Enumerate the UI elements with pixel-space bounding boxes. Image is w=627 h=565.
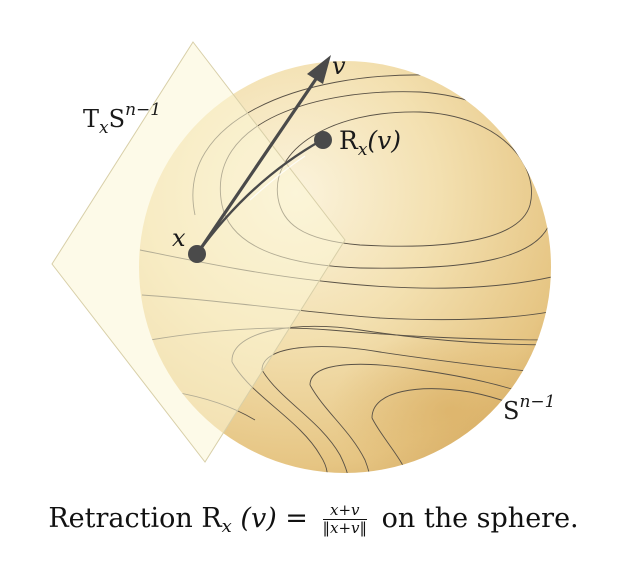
- label-x: x: [172, 224, 186, 252]
- caption-numerator: x+v: [322, 503, 368, 520]
- caption-denominator: ‖x+v‖: [322, 519, 368, 537]
- caption-suffix: on the sphere.: [381, 503, 579, 534]
- caption-arg: (v) =: [240, 503, 308, 534]
- arrowhead-icon: [307, 55, 331, 84]
- caption-prefix: Retraction R: [48, 503, 222, 534]
- caption-sub: x: [221, 516, 232, 537]
- label-retraction: Rx(v): [339, 126, 401, 160]
- tangent-vector: [195, 75, 320, 255]
- label-tangent-space: TxSn−1: [83, 100, 161, 138]
- caption: Retraction Rx (v) = x+v ‖x+v‖ on the sph…: [0, 503, 627, 536]
- point-x: [188, 245, 206, 263]
- label-sphere: Sn−1: [503, 392, 555, 425]
- caption-fraction: x+v ‖x+v‖: [322, 503, 368, 537]
- point-retraction: [314, 131, 332, 149]
- label-v: v: [332, 52, 346, 80]
